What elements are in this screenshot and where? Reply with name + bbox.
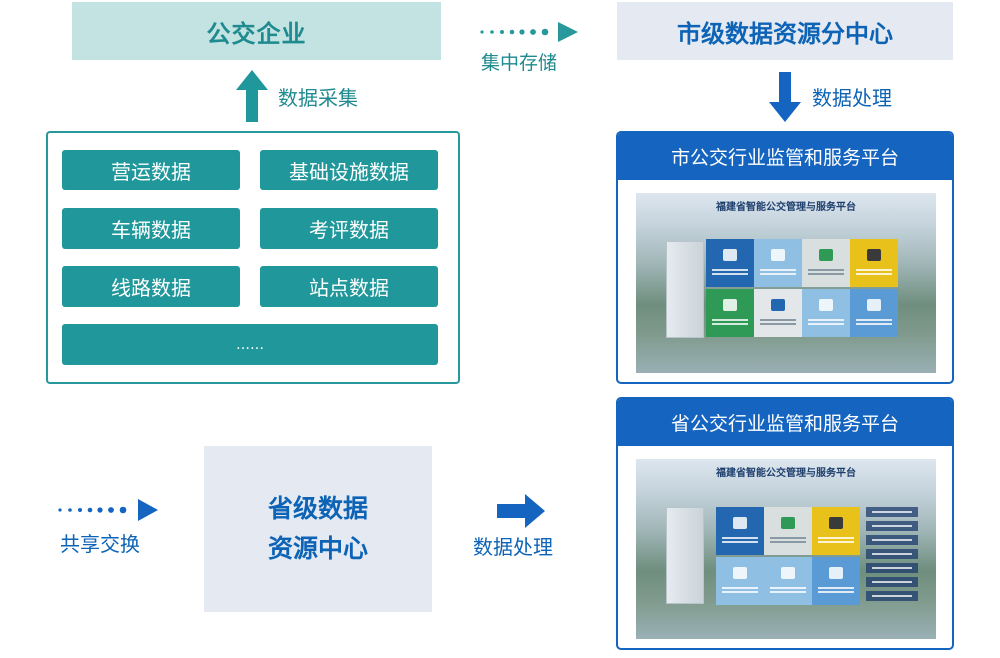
side-menu-item [866,563,918,573]
dashboard-tile [812,557,860,605]
side-menu-item [866,591,918,601]
dashboard-tile [706,239,754,287]
dashboard-tile [754,239,802,287]
dashboard-tile [802,239,850,287]
side-menu-item [866,507,918,517]
share-exchange-label: 共享交换 [60,532,140,556]
building-graphic [666,507,704,604]
station-data-item: 站点数据 [260,266,438,307]
dashboard-tile [802,289,850,337]
province-platform-screenshot: 福建省智能公交管理与服务平台 [636,459,936,639]
side-menu-item [866,549,918,559]
province-platform-panel: 省公交行业监管和服务平台 福建省智能公交管理与服务平台 [616,397,954,650]
dotted-arrow-right-icon [58,499,158,521]
building-graphic [666,241,704,338]
dashboard-tile [764,557,812,605]
province-data-center-box: 省级数据 资源中心 [204,446,432,612]
dashboard-tile [754,289,802,337]
data-collect-label: 数据采集 [278,86,358,110]
dashboard-tile [764,507,812,555]
province-platform-title: 省公交行业监管和服务平台 [618,399,952,446]
dotted-arrow-right-icon [480,22,578,42]
infrastructure-data-item: 基础设施数据 [260,150,438,190]
dashboard-tile [850,239,898,287]
route-data-item: 线路数据 [62,266,240,307]
evaluation-data-item: 考评数据 [260,208,438,249]
more-data-item: …… [62,324,438,365]
dashboard-tile [706,289,754,337]
data-processing-label-bottom: 数据处理 [473,535,553,559]
operation-data-item: 营运数据 [62,150,240,190]
city-platform-panel: 市公交行业监管和服务平台 福建省智能公交管理与服务平台 [616,131,954,384]
side-menu-item [866,521,918,531]
arrow-right-icon [497,494,545,528]
province-center-line2: 资源中心 [267,534,368,563]
vehicle-data-item: 车辆数据 [62,208,240,249]
dashboard-tile [716,507,764,555]
dashboard-tile [812,507,860,555]
province-screen-title: 福建省智能公交管理与服务平台 [716,468,856,479]
centralized-storage-label: 集中存储 [481,52,558,74]
dashboard-tile [850,289,898,337]
dashboard-tile [716,557,764,605]
city-platform-screenshot: 福建省智能公交管理与服务平台 [636,193,936,373]
side-menu-item [866,577,918,587]
city-platform-title: 市公交行业监管和服务平台 [618,133,952,180]
side-menu-item [866,535,918,545]
province-center-line1: 省级数据 [267,494,368,523]
data-processing-label-top: 数据处理 [812,86,892,110]
city-data-center-box: 市级数据资源分中心 [617,2,953,60]
bus-enterprise-box: 公交企业 [72,2,441,60]
arrow-up-icon [236,70,268,122]
city-screen-title: 福建省智能公交管理与服务平台 [716,202,856,213]
arrow-down-icon [769,72,801,122]
